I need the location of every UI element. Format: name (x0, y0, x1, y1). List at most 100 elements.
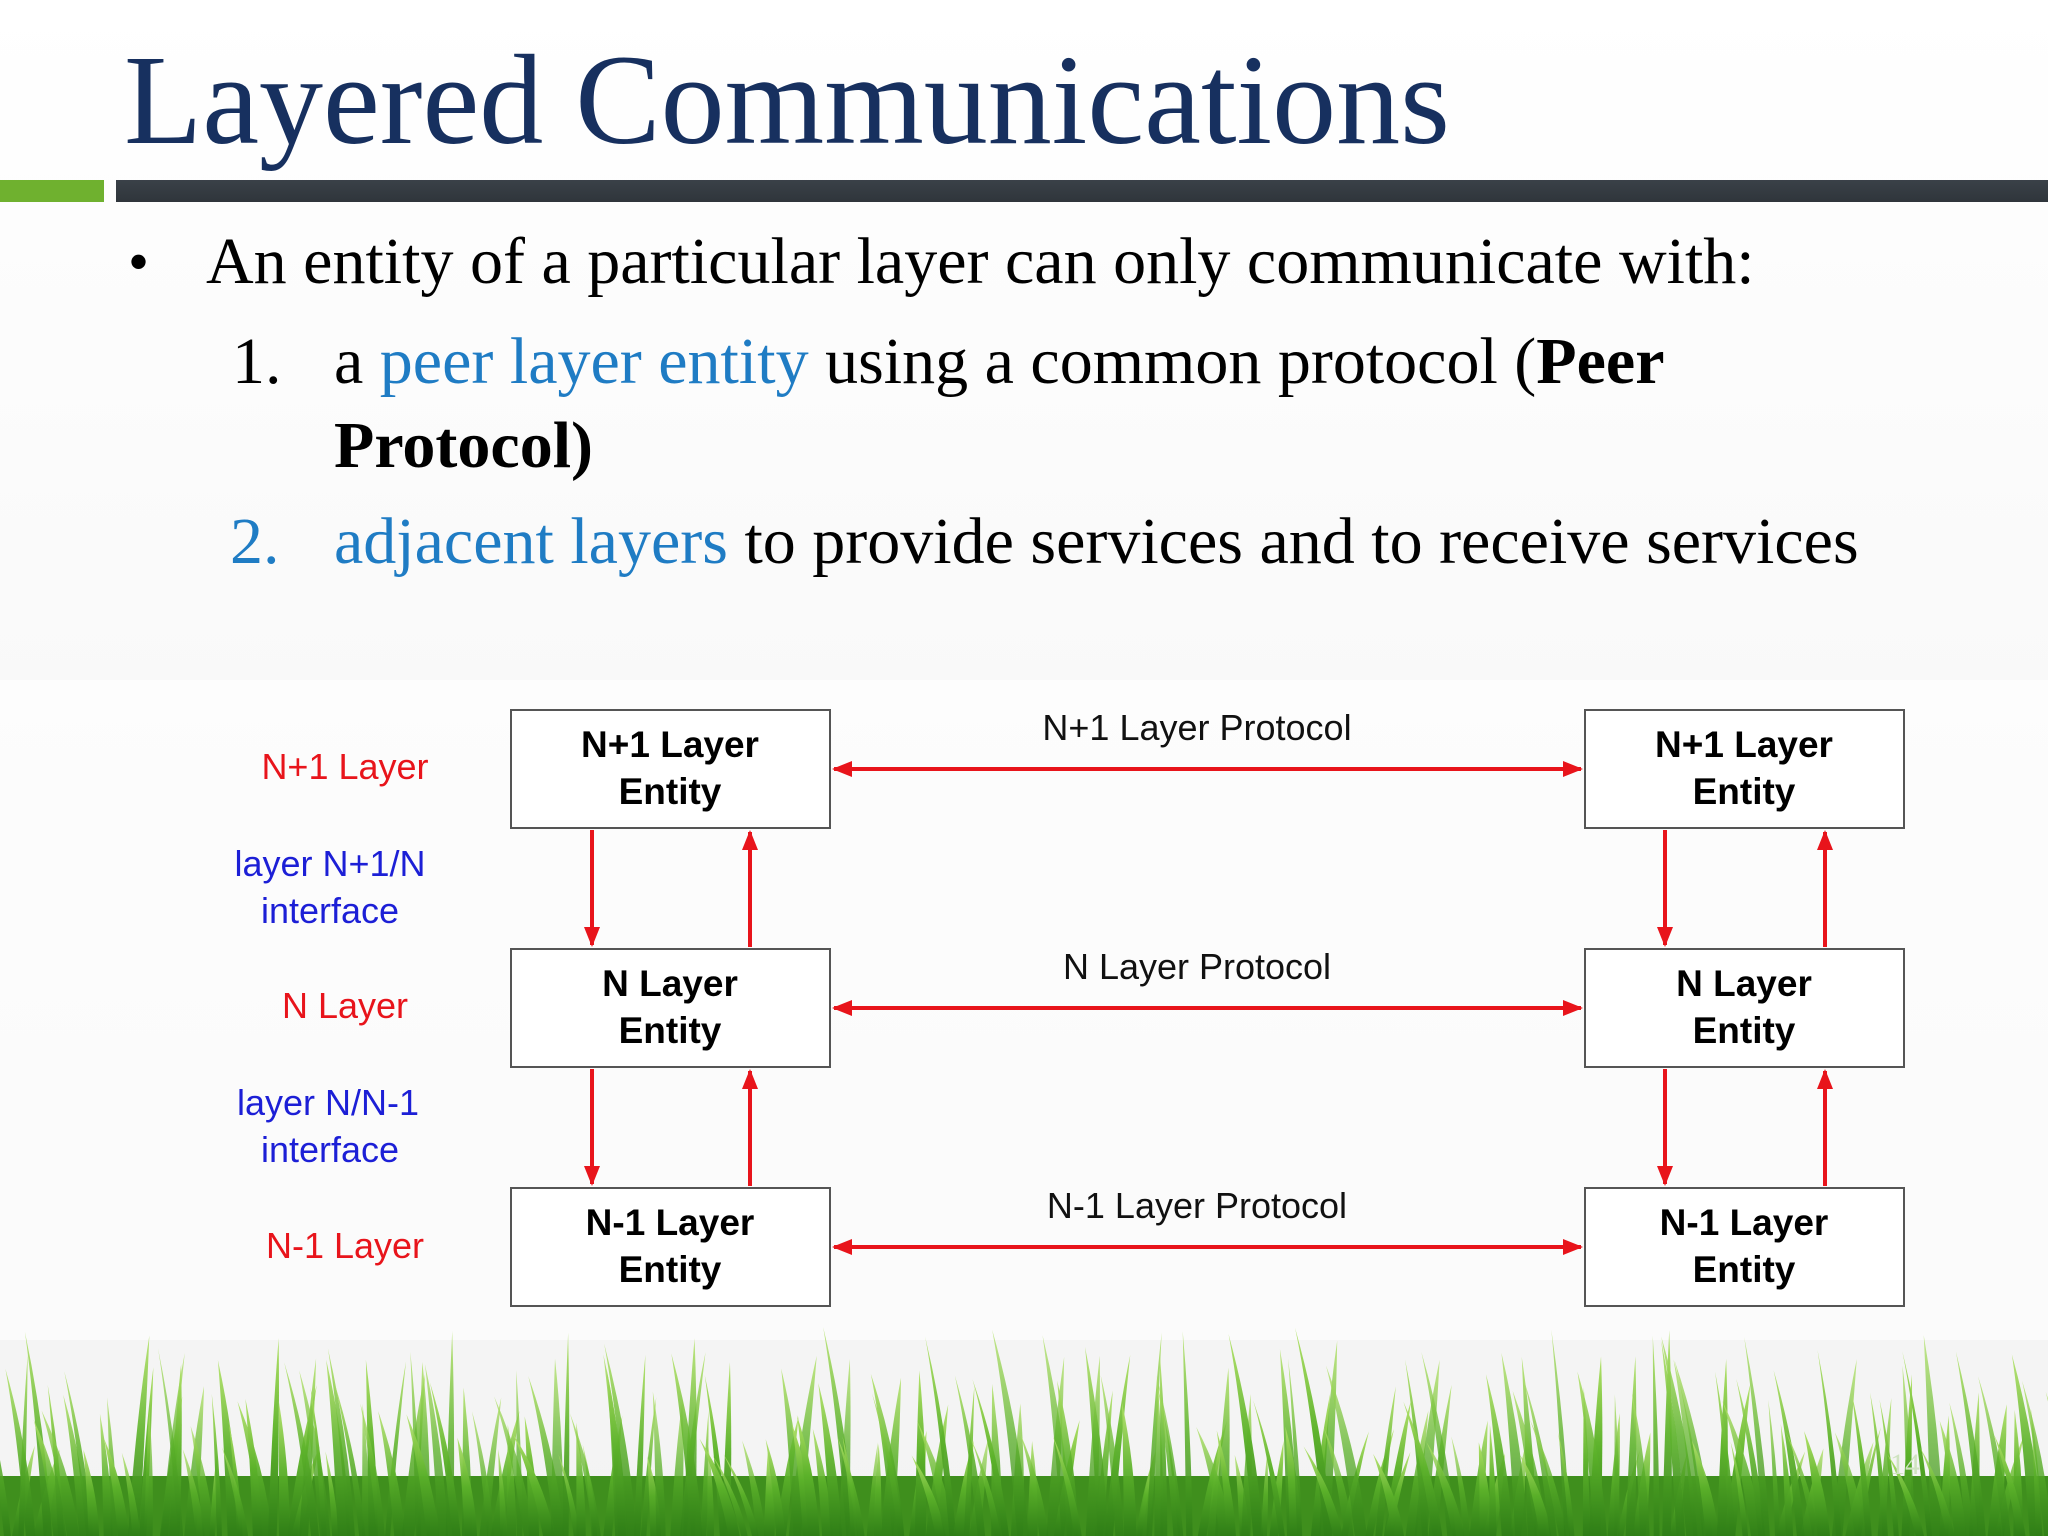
grass-blade (1577, 1371, 1607, 1536)
grass-blade (1253, 1400, 1285, 1536)
grass-blade (1288, 1358, 1303, 1536)
grass-blade (1955, 1351, 1986, 1536)
entity-right-n-plus-1-line2: Entity (1693, 771, 1796, 812)
title-accent-bar (0, 180, 104, 202)
grass-blade (498, 1449, 507, 1536)
grass-blade (457, 1437, 478, 1536)
grass-blade (1182, 1331, 1193, 1536)
interface-label-1-line2: interface (261, 890, 399, 931)
grass-blade (506, 1424, 517, 1536)
grass-blade (1426, 1442, 1465, 1536)
grass-blade (1722, 1400, 1763, 1536)
grass-blade (1375, 1386, 1396, 1536)
entity-right-n-line2: Entity (1693, 1010, 1796, 1051)
grass-blade (327, 1348, 355, 1536)
grass-blade (700, 1411, 709, 1536)
grass-blade (1804, 1431, 1830, 1536)
grass-blade (1939, 1420, 1967, 1536)
grass-blade (558, 1454, 580, 1536)
list-item-2: adjacent layers to provide services and … (334, 505, 1859, 578)
grass-blade (1104, 1354, 1131, 1536)
grass-blade (562, 1332, 570, 1536)
grass-blade (1326, 1365, 1367, 1536)
grass-blade (278, 1401, 290, 1536)
grass-blade (1146, 1332, 1162, 1536)
grass-blade (1856, 1426, 1881, 1536)
grass-blade (334, 1382, 366, 1536)
grass-blade (1949, 1402, 1974, 1536)
grass-blade (1851, 1391, 1872, 1536)
grass-blade (401, 1374, 426, 1536)
protocol-label-n: N Layer Protocol (1063, 946, 1331, 987)
grass-blade (221, 1447, 249, 1536)
protocol-label-n-minus-1: N-1 Layer Protocol (1047, 1185, 1347, 1226)
entity-box-right-n-plus-1 (1584, 709, 1905, 829)
grass-blade (1303, 1446, 1343, 1536)
grass-blade (1736, 1378, 1766, 1536)
grass-blade (190, 1426, 215, 1536)
grass-blade (490, 1410, 520, 1536)
grass-blade (1768, 1399, 1780, 1536)
entity-left-n-plus-1-line1: N+1 Layer (581, 724, 759, 765)
grass-blade (925, 1336, 957, 1536)
layer-label-n-plus-1: N+1 Layer (261, 746, 428, 787)
grass-blade (603, 1354, 628, 1536)
grass-blade (1879, 1399, 1899, 1536)
grass-blade (1100, 1375, 1124, 1536)
grass-blade (528, 1375, 565, 1536)
interface-label-2-line1: layer N/N-1 (237, 1082, 419, 1123)
grass-blade (712, 1454, 748, 1536)
entity-left-n-minus-1-line1: N-1 Layer (586, 1202, 755, 1243)
grass-blade (182, 1449, 205, 1536)
entity-right-n-minus-1-line1: N-1 Layer (1660, 1202, 1829, 1243)
grass-blade (2022, 1380, 2048, 1536)
entity-box-right-n (1584, 948, 1905, 1068)
grass-blade (1632, 1393, 1650, 1536)
grass-blade (429, 1382, 461, 1536)
grass-blade (362, 1403, 370, 1536)
grass-blade (963, 1386, 975, 1536)
entity-left-n-line2: Entity (619, 1010, 722, 1051)
grass-blade (1661, 1336, 1698, 1536)
grass-blade (917, 1421, 956, 1536)
grass-blade (1085, 1346, 1109, 1536)
grass-blade (1780, 1424, 1794, 1536)
grass-blade (812, 1428, 833, 1536)
grass-blade (1523, 1379, 1557, 1536)
list-item-1-line1: a peer layer entity using a common proto… (334, 325, 1665, 398)
grass-blade (1673, 1359, 1704, 1536)
grass-blade (1919, 1447, 1955, 1536)
grass-blade (971, 1439, 1001, 1536)
entity-box-left-n-minus-1 (510, 1187, 831, 1307)
grass-blade (781, 1368, 805, 1536)
entity-right-n-plus-1-line1: N+1 Layer (1655, 724, 1833, 765)
grass-blade (471, 1411, 495, 1536)
grass-blade (284, 1362, 320, 1536)
grass-blade (972, 1379, 1009, 1536)
grass-blade (1122, 1402, 1137, 1536)
grass-blade (1776, 1451, 1806, 1536)
grass-blade (1652, 1335, 1660, 1536)
grass-blade (1978, 1376, 2011, 1536)
grass-blade (911, 1455, 946, 1536)
grass-blade (1902, 1365, 1915, 1536)
grass-blade (1625, 1356, 1637, 1536)
grass-blade (1196, 1426, 1233, 1536)
grass-blade (652, 1391, 666, 1536)
grass-blade (1817, 1349, 1842, 1536)
grass-blade (1994, 1434, 2026, 1536)
grass-blade (823, 1327, 856, 1536)
grass-blade (1887, 1454, 1924, 1536)
grass-blade (83, 1449, 100, 1536)
grass-blade (1661, 1340, 1686, 1536)
grass-blade (569, 1413, 601, 1536)
entity-left-n-plus-1-line2: Entity (619, 771, 722, 812)
grass-blade (604, 1343, 637, 1536)
bullet-text: An entity of a particular layer can only… (206, 225, 1755, 298)
grass-blade (1744, 1336, 1770, 1536)
grass-blade (1870, 1392, 1888, 1536)
grass-blade (723, 1454, 759, 1536)
entity-box-right-n-minus-1 (1584, 1187, 1905, 1307)
grass-blade (1831, 1358, 1857, 1536)
grass-blade (144, 1409, 153, 1536)
